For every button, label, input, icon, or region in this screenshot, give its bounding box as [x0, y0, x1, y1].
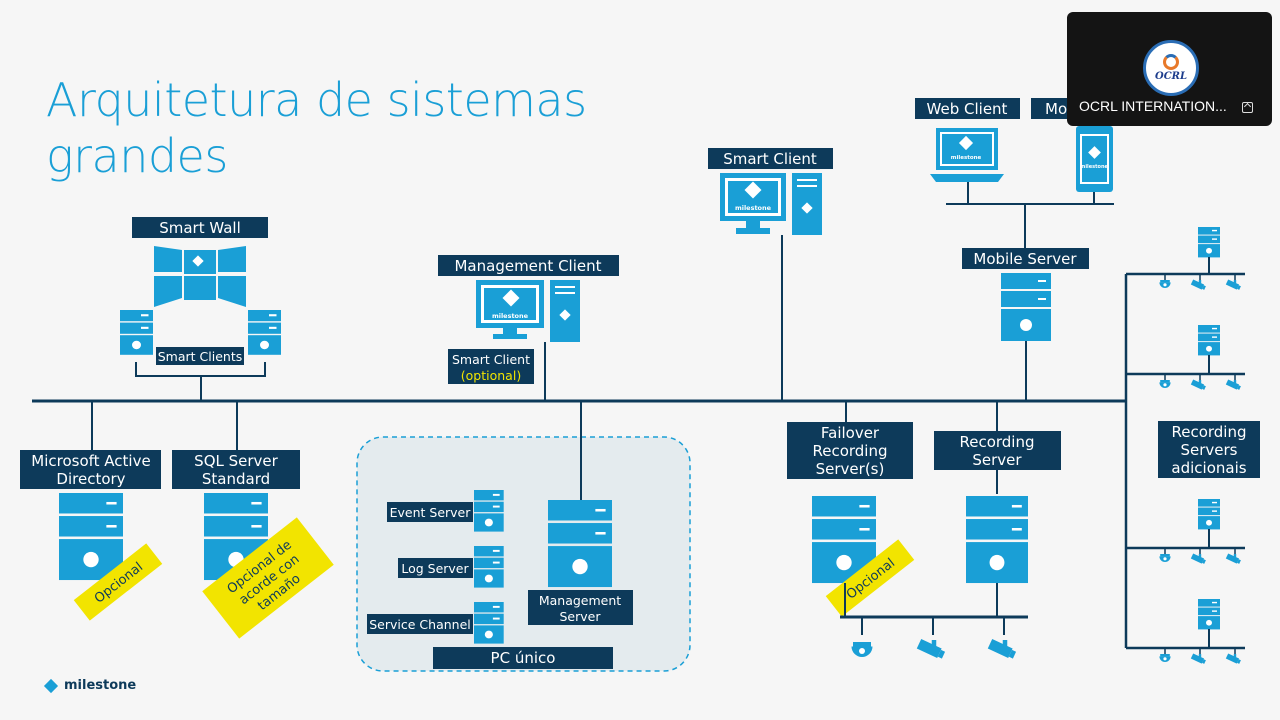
mobile-phone-icon: milestone [1076, 126, 1113, 192]
service-channel-label: Service Channel [369, 617, 471, 632]
dome-camera-icon [1159, 554, 1171, 562]
brand-mark: milestone [492, 312, 529, 320]
smart-client-title: Smart Client [723, 150, 817, 168]
participant-name: OCRL INTERNATION... [1079, 98, 1227, 114]
mobile-server-group: Mobile Server [962, 248, 1089, 401]
workstation-icon: milestone [720, 173, 822, 235]
mobile-client-label: Mo [1045, 100, 1067, 118]
smart-clients-label: Smart Clients [158, 349, 243, 364]
milestone-logo-text: milestone [64, 678, 137, 693]
server-icon [474, 490, 504, 532]
avatar-text: OCRL [1154, 71, 1187, 82]
optional-label: (optional) [461, 368, 521, 383]
server-icon [474, 602, 504, 644]
recording-server-row [1126, 325, 1245, 391]
brand-mark: milestone [735, 204, 772, 212]
management-client-group: Management Client milestone Smart Client… [438, 255, 619, 401]
active-directory-label-2: Directory [56, 470, 125, 488]
additional-recording-servers-group: Recording Servers adicionais [1124, 274, 1260, 648]
bullet-camera-icon [987, 639, 1017, 660]
sql-server-group: SQL Server Standard Opcional de acorde c… [172, 401, 334, 639]
management-server-label-1: Management [539, 593, 621, 608]
recording-server-row [1126, 499, 1245, 565]
smart-client-group: Smart Client milestone [708, 148, 833, 401]
bullet-camera-icon [1190, 653, 1207, 665]
bullet-camera-icon [1190, 379, 1207, 391]
smart-wall-label: Smart Wall [159, 219, 241, 237]
recording-server-row [1126, 599, 1245, 665]
bullet-camera-icon [1190, 553, 1207, 565]
recording-server-group: Recording Server [840, 401, 1061, 660]
failover-label-3: Server(s) [816, 460, 885, 478]
mini-server-icon [248, 310, 281, 355]
server-icon [1001, 273, 1051, 341]
single-pc-label: PC único [491, 649, 556, 667]
mobile-server-label: Mobile Server [973, 250, 1077, 268]
slide-title-line2: grandes [46, 129, 228, 183]
management-client-label: Management Client [454, 257, 601, 275]
ocrl-logo-icon [1163, 54, 1179, 70]
dome-camera-icon [1159, 380, 1171, 388]
recording-server-row [1126, 227, 1245, 291]
brand-mark: milestone [951, 155, 982, 161]
slide-title: Arquitetura de sistemas grandes [46, 72, 587, 184]
server-icon [966, 496, 1028, 584]
dome-camera-icon [1159, 654, 1171, 662]
laptop-icon: milestone [930, 128, 1004, 182]
bullet-camera-icon [1225, 653, 1242, 665]
mini-server-icon [120, 310, 153, 355]
workstation-icon: milestone [476, 280, 580, 342]
additional-servers-label-2: Servers [1180, 441, 1237, 459]
participant-video-tile[interactable]: OCRL OCRL INTERNATION... [1067, 12, 1272, 126]
log-server-label: Log Server [401, 561, 469, 576]
recording-server-label-1: Recording [959, 433, 1034, 451]
bullet-camera-icon [916, 639, 946, 660]
web-mobile-clients-group: Web Client Mo milestone milestone [915, 98, 1114, 248]
recording-server-label-2: Server [972, 451, 1022, 469]
single-pc-group: Event Server Log Server Service Channel … [356, 401, 691, 672]
server-icon [59, 493, 123, 581]
active-directory-group: Microsoft Active Directory Opcional [20, 401, 163, 621]
dome-camera-icon [851, 642, 873, 657]
failover-recording-group: Failover Recording Server(s) Opcional [787, 401, 915, 617]
brand-mark: milestone [1080, 164, 1108, 170]
server-icon [1198, 227, 1220, 258]
additional-recording-rows [1126, 227, 1245, 665]
video-wall-icon [154, 246, 246, 307]
failover-label-2: Recording [812, 442, 887, 460]
server-icon [1198, 499, 1220, 530]
additional-servers-label-1: Recording [1171, 423, 1246, 441]
milestone-logo-icon [43, 678, 59, 693]
smart-wall-group: Smart Wall Smart Clients [120, 217, 281, 401]
bullet-camera-icon [1225, 553, 1242, 565]
sql-server-label-2: Standard [202, 470, 270, 488]
active-directory-label-1: Microsoft Active [31, 452, 150, 470]
bullet-camera-icon [1225, 279, 1242, 291]
smart-wall-label-box [132, 217, 268, 238]
web-client-label: Web Client [927, 100, 1008, 118]
event-server-label: Event Server [390, 505, 472, 520]
additional-servers-label-3: adicionais [1171, 459, 1246, 477]
slide-title-line1: Arquitetura de sistemas [46, 73, 587, 127]
share-icon[interactable] [1242, 102, 1253, 113]
smart-client-label: Smart Client [452, 352, 530, 367]
server-icon [1198, 599, 1220, 630]
bullet-camera-icon [1190, 279, 1207, 291]
dome-camera-icon [1159, 280, 1171, 288]
server-icon [1198, 325, 1220, 356]
sql-server-label-1: SQL Server [194, 452, 278, 470]
management-server-label-2: Server [560, 609, 602, 624]
failover-label-1: Failover [821, 424, 880, 442]
participant-avatar: OCRL [1143, 40, 1199, 96]
milestone-logo: milestone [43, 678, 137, 693]
bullet-camera-icon [1225, 379, 1242, 391]
server-icon [474, 546, 504, 588]
